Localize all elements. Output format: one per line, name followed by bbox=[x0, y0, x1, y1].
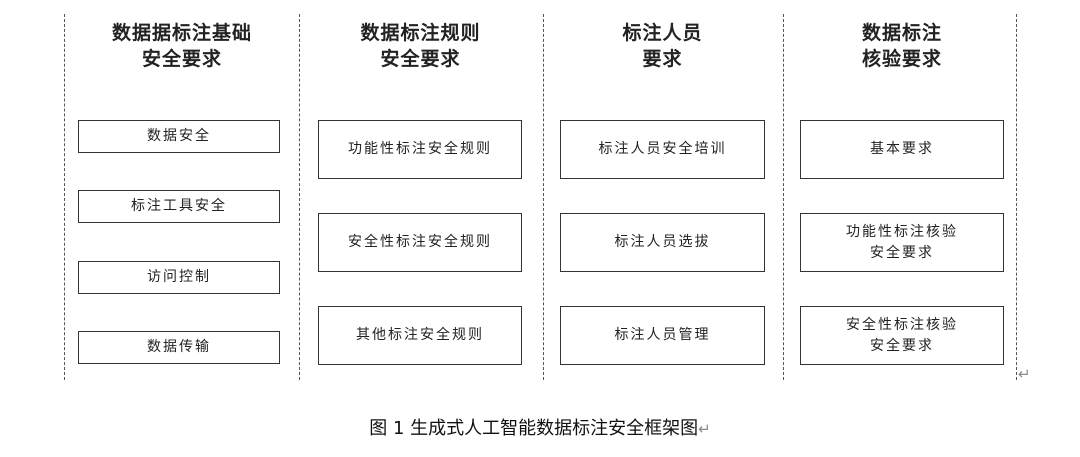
box-label: 标注人员安全培训 bbox=[598, 141, 727, 157]
box-safety-annotation-rules: 安全性标注安全规则 bbox=[318, 213, 522, 272]
box-label-line: 功能性标注核验 bbox=[846, 223, 958, 240]
column-divider-2 bbox=[543, 14, 544, 380]
column-title-line: 标注人员 bbox=[622, 22, 703, 44]
box-label: 安全性标注安全规则 bbox=[348, 234, 492, 250]
box-functional-verification-security: 功能性标注核验 安全要求 bbox=[800, 213, 1004, 272]
box-label: 基本要求 bbox=[870, 141, 934, 157]
box-basic-requirements: 基本要求 bbox=[800, 120, 1004, 179]
column-divider-left bbox=[64, 14, 65, 380]
box-label: 标注人员选拔 bbox=[614, 234, 711, 250]
column-title-annotator-requirements: 标注人员 要求 bbox=[560, 20, 765, 72]
return-mark-icon: ↵ bbox=[1018, 365, 1031, 383]
box-label: 功能性标注安全规则 bbox=[348, 141, 492, 157]
column-title-line: 数据据标注基础 bbox=[111, 22, 252, 44]
box-label: 标注工具安全 bbox=[131, 198, 227, 214]
box-label-line: 安全性标注核验 bbox=[846, 316, 958, 333]
column-divider-1 bbox=[299, 14, 300, 380]
return-mark-icon: ↵ bbox=[698, 420, 711, 438]
box-safety-verification-security: 安全性标注核验 安全要求 bbox=[800, 306, 1004, 365]
box-other-annotation-rules: 其他标注安全规则 bbox=[318, 306, 522, 365]
box-label: 访问控制 bbox=[147, 269, 211, 285]
column-title-line: 要求 bbox=[642, 48, 683, 70]
box-access-control: 访问控制 bbox=[78, 261, 280, 294]
box-functional-annotation-rules: 功能性标注安全规则 bbox=[318, 120, 522, 179]
figure-caption-text: 图 1 生成式人工智能数据标注安全框架图 bbox=[369, 418, 699, 439]
box-annotator-security-training: 标注人员安全培训 bbox=[560, 120, 765, 179]
box-label: 其他标注安全规则 bbox=[356, 327, 484, 343]
box-label: 标注人员管理 bbox=[614, 327, 711, 343]
column-title-line: 数据标注规则 bbox=[360, 22, 481, 44]
column-title-line: 安全要求 bbox=[380, 48, 461, 70]
column-title-annotation-basic-security: 数据据标注基础 安全要求 bbox=[82, 20, 282, 72]
column-divider-3 bbox=[783, 14, 784, 380]
box-label: 数据传输 bbox=[147, 339, 211, 355]
column-title-line: 安全要求 bbox=[141, 48, 222, 70]
box-annotation-tool-security: 标注工具安全 bbox=[78, 190, 280, 223]
column-title-line: 核验要求 bbox=[861, 48, 942, 70]
figure-caption: 图 1 生成式人工智能数据标注安全框架图↵ bbox=[0, 414, 1080, 440]
box-annotator-management: 标注人员管理 bbox=[560, 306, 765, 365]
column-title-annotation-rules-security: 数据标注规则 安全要求 bbox=[318, 20, 523, 72]
box-data-transmission: 数据传输 bbox=[78, 331, 280, 364]
box-data-security: 数据安全 bbox=[78, 120, 280, 153]
column-divider-right bbox=[1016, 14, 1017, 380]
box-label-line: 安全要求 bbox=[870, 244, 934, 261]
column-title-verification-requirements: 数据标注 核验要求 bbox=[800, 20, 1004, 72]
box-label: 数据安全 bbox=[147, 128, 211, 144]
box-annotator-selection: 标注人员选拔 bbox=[560, 213, 765, 272]
box-label-line: 安全要求 bbox=[870, 337, 934, 354]
column-title-line: 数据标注 bbox=[861, 22, 942, 44]
